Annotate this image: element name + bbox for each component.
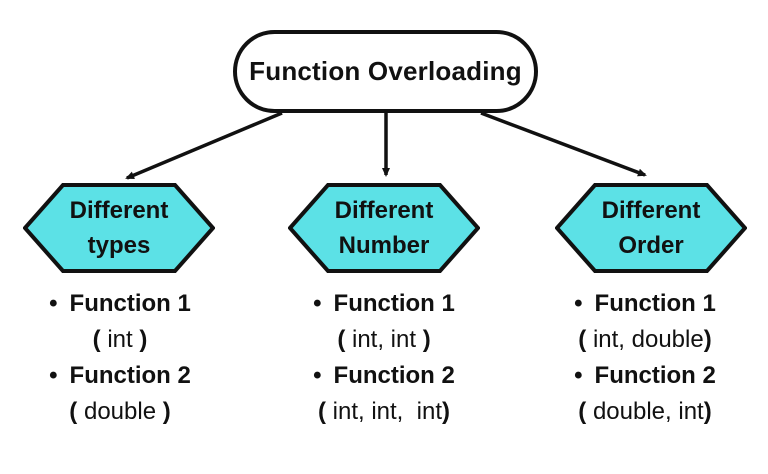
param-types: int, double <box>586 326 704 353</box>
hexagon-label-line2: Number <box>338 232 430 259</box>
list-different-order: • Function 1 ( int, double) • Function 2 (… <box>525 286 765 430</box>
list-item: • Function 1 <box>264 286 504 322</box>
function-name: Function 2 <box>69 362 191 389</box>
bullet-icon: • <box>313 362 322 389</box>
hexagon-different-number: Different Number <box>288 182 480 274</box>
hexagon-label-line2: Order <box>618 232 684 259</box>
root-node-function-overloading: Function Overloading <box>233 30 538 113</box>
list-item: • Function 2 <box>0 358 240 394</box>
function-name: Function 2 <box>333 362 455 389</box>
arrow-to-different-order <box>480 111 647 177</box>
open-paren: ( <box>578 398 587 425</box>
param-types: int <box>100 326 140 353</box>
list-different-types: • Function 1 ( int ) • Function 2 ( double… <box>0 286 240 430</box>
hexagon-label: Different Order <box>555 182 747 274</box>
hexagon-label-line1: Different <box>69 197 169 224</box>
close-paren: ) <box>422 326 431 353</box>
bullet-icon: • <box>49 290 58 317</box>
bullet-icon: • <box>49 362 58 389</box>
hexagon-shape <box>23 183 215 273</box>
hexagon-shape <box>288 183 480 273</box>
close-paren: ) <box>139 326 148 353</box>
list-item: • Function 2 <box>525 358 765 394</box>
hexagon-label-line1: Different <box>334 197 434 224</box>
function-params: ( double ) <box>0 394 240 430</box>
list-item: • Function 1 <box>525 286 765 322</box>
root-node-label: Function Overloading <box>249 56 522 86</box>
param-types: double, int <box>586 398 704 425</box>
list-different-number: • Function 1 ( int, int ) • Function 2 ( i… <box>264 286 504 430</box>
param-types: double <box>77 398 163 425</box>
function-name: Function 1 <box>69 290 191 317</box>
open-paren: ( <box>69 398 78 425</box>
function-params: ( int, int, int) <box>264 394 504 430</box>
bullet-icon: • <box>313 290 322 317</box>
open-paren: ( <box>92 326 101 353</box>
hexagon-label-line2: types <box>87 232 151 259</box>
close-paren: ) <box>703 398 712 425</box>
list-item: • Function 1 <box>0 286 240 322</box>
open-paren: ( <box>317 398 326 425</box>
open-paren: ( <box>578 326 587 353</box>
function-params: ( double, int) <box>525 394 765 430</box>
arrow-to-different-types <box>125 111 283 180</box>
hexagon-different-order: Different Order <box>555 182 747 274</box>
close-paren: ) <box>703 326 712 353</box>
list-item: • Function 2 <box>264 358 504 394</box>
hexagon-label: Different Number <box>288 182 480 274</box>
function-name: Function 1 <box>333 290 455 317</box>
function-params: ( int, int ) <box>264 322 504 358</box>
param-types: int, int <box>345 326 423 353</box>
hexagon-label-line1: Different <box>601 197 701 224</box>
close-paren: ) <box>442 398 451 425</box>
hexagon-shape <box>555 183 747 273</box>
function-name: Function 1 <box>594 290 716 317</box>
param-types: int, int, int <box>325 398 443 425</box>
function-name: Function 2 <box>594 362 716 389</box>
hexagon-label: Different types <box>23 182 215 274</box>
close-paren: ) <box>162 398 171 425</box>
bullet-icon: • <box>574 290 583 317</box>
function-params: ( int ) <box>0 322 240 358</box>
hexagon-different-types: Different types <box>23 182 215 274</box>
open-paren: ( <box>337 326 346 353</box>
bullet-icon: • <box>574 362 583 389</box>
function-params: ( int, double) <box>525 322 765 358</box>
